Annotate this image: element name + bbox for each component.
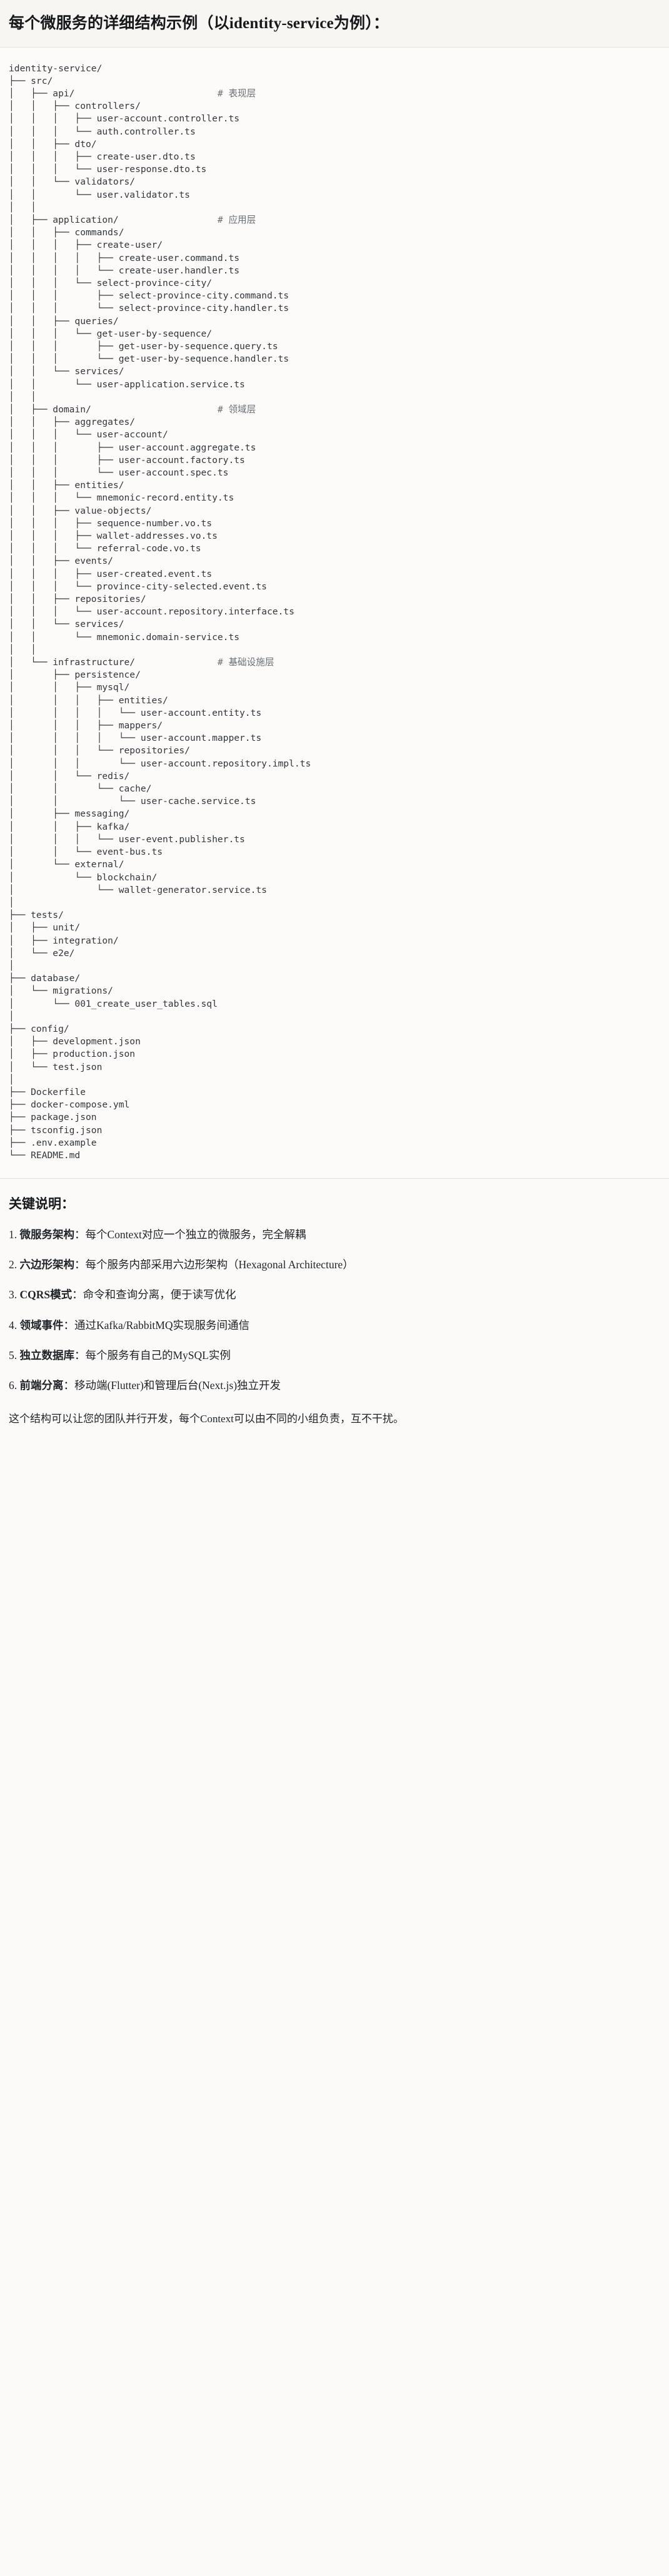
key-notes-title: 关键说明：	[9, 1196, 74, 1212]
key-note-term: 领域事件	[19, 1318, 64, 1331]
key-note-number: 5.	[9, 1348, 20, 1362]
key-note-item: 5. 独立数据库：每个服务有自己的MySQL实例	[9, 1347, 660, 1364]
tree-comment: # 应用层	[217, 214, 256, 225]
key-note-term: 微服务架构	[19, 1228, 75, 1241]
key-note-term: 独立数据库	[19, 1348, 75, 1362]
key-note-description: ：每个Context对应一个独立的微服务，完全解耦	[74, 1228, 306, 1241]
key-note-item: 2. 六边形架构：每个服务内部采用六边形架构（Hexagonal Archite…	[9, 1256, 660, 1273]
key-note-number: 1.	[9, 1228, 20, 1241]
key-note-term: 六边形架构	[19, 1258, 75, 1271]
key-note-term: CQRS模式	[19, 1288, 73, 1301]
directory-tree: identity-service/ ├── src/ │ ├── api/ # …	[9, 63, 311, 1161]
heading-band: 每个微服务的详细结构示例（以identity-service为例）：	[0, 0, 669, 47]
key-note-description: ：每个服务内部采用六边形架构（Hexagonal Architecture）	[74, 1258, 354, 1271]
key-note-term: 前端分离	[19, 1378, 64, 1392]
directory-tree-block: identity-service/ ├── src/ │ ├── api/ # …	[0, 47, 669, 1179]
key-note-number: 4.	[9, 1318, 20, 1331]
key-notes-list: 1. 微服务架构：每个Context对应一个独立的微服务，完全解耦 2. 六边形架…	[9, 1226, 660, 1394]
page-root: 每个微服务的详细结构示例（以identity-service为例）： ident…	[0, 0, 669, 1443]
key-note-item: 1. 微服务架构：每个Context对应一个独立的微服务，完全解耦	[9, 1226, 660, 1243]
key-note-description: ：通过Kafka/RabbitMQ实现服务间通信	[63, 1318, 249, 1331]
key-note-number: 6.	[9, 1378, 20, 1392]
page-title: 每个微服务的详细结构示例（以identity-service为例）：	[9, 15, 390, 32]
tree-comment: # 表现层	[217, 88, 256, 99]
key-note-description: ：移动端(Flutter)和管理后台(Next.js)独立开发	[63, 1378, 281, 1392]
tree-comment: # 基础设施层	[217, 657, 274, 668]
key-notes-section: 关键说明： 1. 微服务架构：每个Context对应一个独立的微服务，完全解耦 2…	[0, 1179, 669, 1443]
key-note-number: 3.	[9, 1288, 20, 1301]
key-note-item: 3. CQRS模式：命令和查询分离，便于读写优化	[9, 1286, 660, 1303]
key-note-item: 4. 领域事件：通过Kafka/RabbitMQ实现服务间通信	[9, 1317, 660, 1334]
heading-divider	[0, 46, 669, 48]
key-note-number: 2.	[9, 1258, 20, 1271]
tree-comment: # 领域层	[217, 404, 256, 415]
tree-divider	[0, 1178, 669, 1179]
key-note-item: 6. 前端分离：移动端(Flutter)和管理后台(Next.js)独立开发	[9, 1377, 660, 1394]
key-note-description: ：命令和查询分离，便于读写优化	[72, 1288, 236, 1301]
key-note-description: ：每个服务有自己的MySQL实例	[74, 1348, 231, 1362]
closing-paragraph: 这个结构可以让您的团队并行开发，每个Context可以由不同的小组负责，互不干扰…	[9, 1412, 404, 1425]
